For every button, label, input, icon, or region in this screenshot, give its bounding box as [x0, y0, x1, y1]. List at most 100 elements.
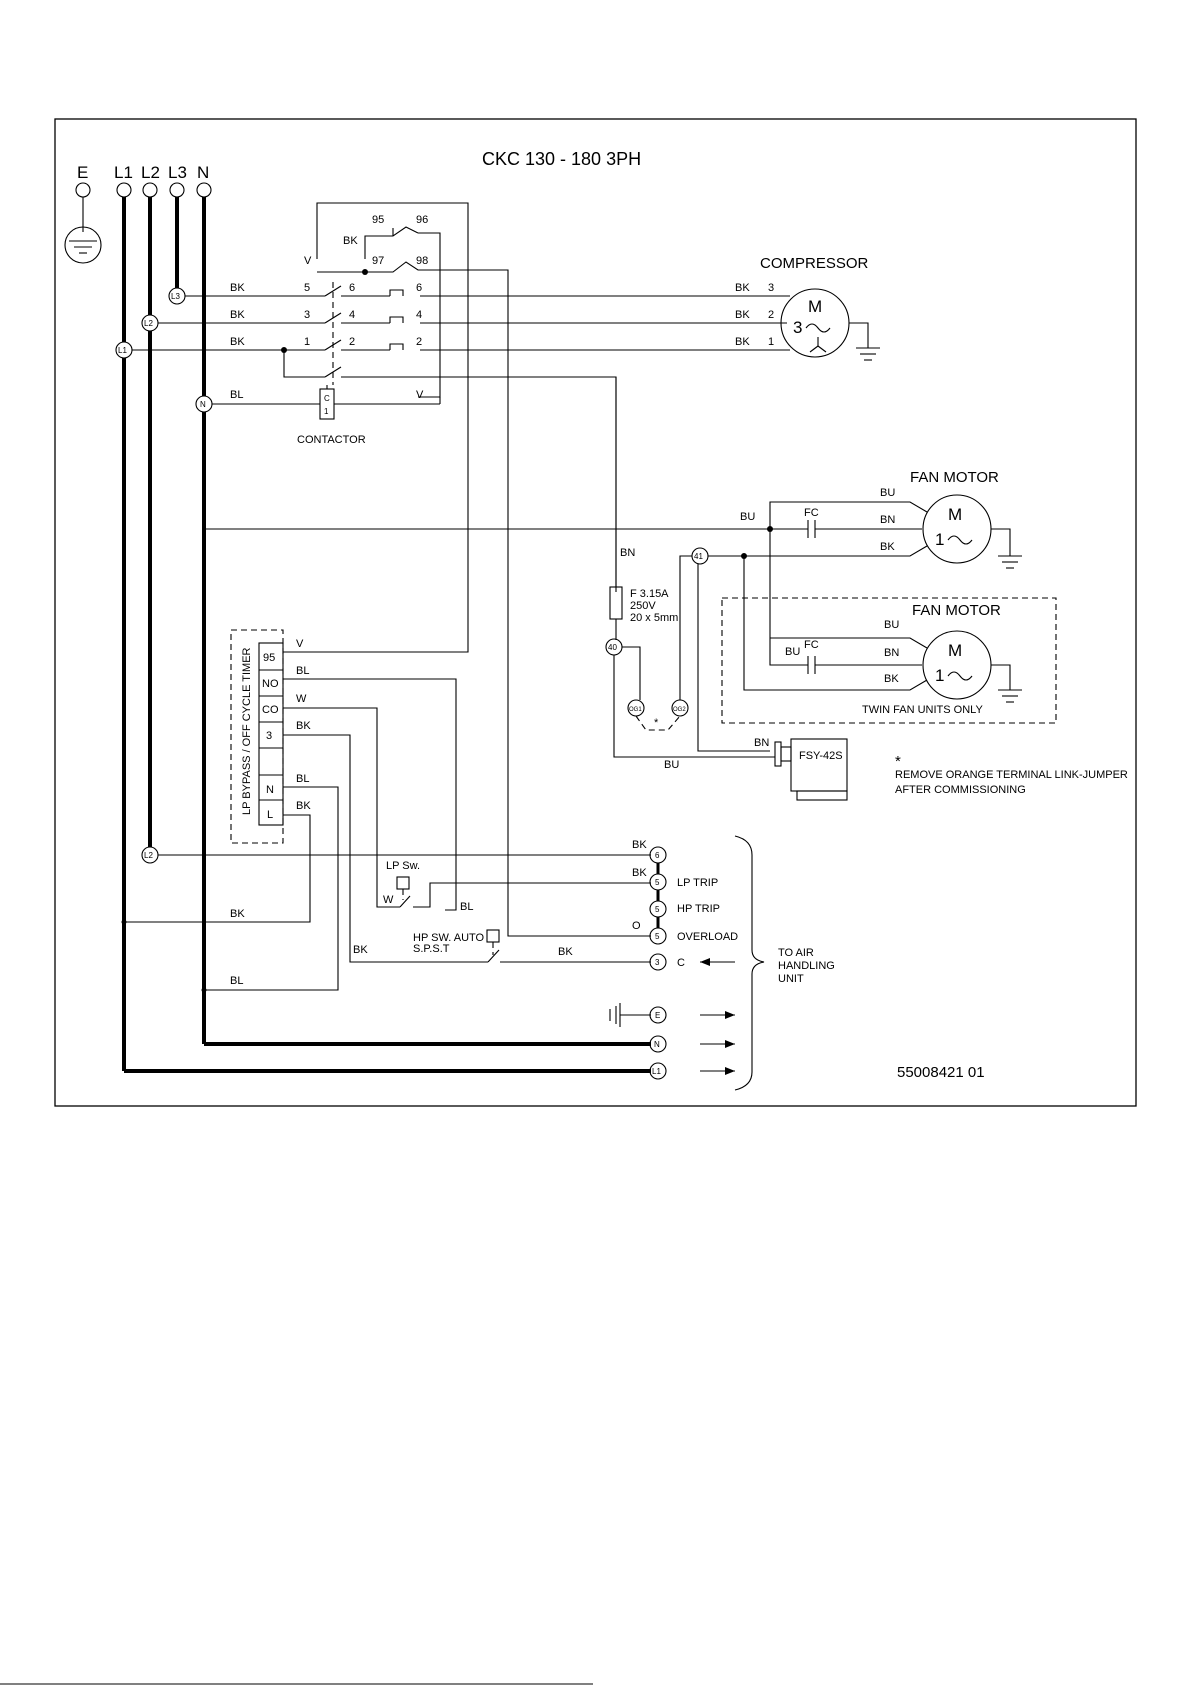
supply-label-n: N [197, 163, 209, 182]
ahu-terminals: BK 6 5 LP TRIP 5 HP TRIP 5 OVERLOAD O 3 … [158, 835, 835, 1091]
svg-text:BK: BK [230, 309, 245, 321]
twin-fan-note: TWIN FAN UNITS ONLY [862, 704, 983, 716]
svg-text:BK: BK [296, 800, 311, 812]
svg-text:BL: BL [230, 389, 243, 401]
supply-label-e: E [77, 163, 88, 182]
svg-text:BK: BK [632, 839, 647, 851]
svg-text:BU: BU [664, 759, 679, 771]
svg-text:BK: BK [880, 541, 895, 553]
svg-text:TO AIR: TO AIR [778, 947, 814, 959]
contactor-label: CONTACTOR [297, 434, 366, 446]
svg-text:5: 5 [655, 905, 660, 914]
svg-text:3: 3 [768, 282, 774, 294]
svg-text:V: V [296, 638, 304, 650]
svg-text:W: W [383, 894, 394, 906]
svg-text:BK: BK [230, 908, 245, 920]
svg-text:6: 6 [349, 282, 355, 294]
svg-text:97: 97 [372, 255, 384, 267]
jumper-note-line1: REMOVE ORANGE TERMINAL LINK-JUMPER [895, 769, 1128, 781]
compressor-title: COMPRESSOR [760, 255, 869, 272]
svg-text:BL: BL [296, 773, 309, 785]
fan-motor-2: FAN MOTOR TWIN FAN UNITS ONLY BU BU FC B… [721, 529, 1057, 724]
svg-text:BK: BK [230, 336, 245, 348]
svg-text:OG2: OG2 [673, 707, 686, 713]
svg-text:C: C [677, 957, 685, 969]
svg-text:95: 95 [372, 214, 384, 226]
svg-text:5: 5 [655, 932, 660, 941]
svg-text:M: M [948, 641, 962, 660]
svg-text:M: M [808, 297, 822, 316]
lp-bypass-timer: LP BYPASS / OFF CYCLE TIMER 95 NO CO 3 N… [121, 629, 488, 993]
fan-motor-2-earth-icon [998, 689, 1022, 703]
lp-switch-label: LP Sw. [386, 860, 420, 872]
hp-switch: HP SW. AUTO S.P.S.T BK BK [353, 929, 651, 963]
svg-text:BK: BK [884, 673, 899, 685]
timer-label: LP BYPASS / OFF CYCLE TIMER [241, 647, 253, 815]
fan-motor-1-earth-icon [998, 555, 1022, 569]
svg-text:BL: BL [296, 665, 309, 677]
supply-header: E L1 L2 L3 N [64, 163, 212, 264]
svg-text:1: 1 [935, 530, 944, 549]
svg-text:OVERLOAD: OVERLOAD [677, 931, 738, 943]
svg-text:40: 40 [608, 643, 617, 652]
control-circuit: BN F 3.15A 250V 20 x 5mm 40 OG1 * OG2 41… [605, 377, 1128, 801]
lp-switch: LP Sw. BK W BL [383, 860, 651, 913]
jumper-note-star: * [895, 753, 901, 770]
svg-text:M: M [948, 505, 962, 524]
svg-text:250V: 250V [630, 600, 656, 612]
svg-text:FC: FC [804, 639, 819, 651]
jumper-note-line2: AFTER COMMISSIONING [895, 784, 1026, 796]
svg-text:OG1: OG1 [629, 707, 642, 713]
svg-text:LP TRIP: LP TRIP [677, 877, 718, 889]
svg-text:NO: NO [262, 678, 279, 690]
hp-switch-label-2: S.P.S.T [413, 943, 450, 955]
earth-icon [64, 197, 102, 264]
supply-label-l1: L1 [114, 163, 133, 182]
bus-bars [122, 197, 651, 1073]
supply-taps: L3 L2 L1 N L2 [115, 287, 213, 864]
svg-text:L2: L2 [144, 851, 153, 860]
fsy-sensor: FSY-42S [774, 738, 848, 801]
svg-text:F 3.15A: F 3.15A [630, 588, 669, 600]
fan-motor-2-title: FAN MOTOR [912, 602, 1001, 619]
svg-text:N: N [654, 1040, 660, 1049]
svg-text:N: N [266, 784, 274, 796]
drawing-number: 55008421 01 [897, 1064, 985, 1081]
svg-text:BU: BU [880, 487, 895, 499]
svg-text:BL: BL [230, 975, 243, 987]
fan-motor-1-title: FAN MOTOR [910, 469, 999, 486]
svg-text:5: 5 [304, 282, 310, 294]
svg-text:2: 2 [349, 336, 355, 348]
svg-text:BK: BK [735, 309, 750, 321]
svg-text:W: W [296, 693, 307, 705]
svg-text:6: 6 [416, 282, 422, 294]
diagram-frame [54, 118, 1137, 1107]
svg-text:3: 3 [793, 318, 802, 337]
svg-text:3: 3 [304, 309, 310, 321]
svg-text:HANDLING: HANDLING [778, 960, 835, 972]
svg-text:2: 2 [768, 309, 774, 321]
svg-text:1: 1 [324, 407, 329, 416]
svg-text:BU: BU [785, 646, 800, 658]
hp-switch-label-1: HP SW. AUTO [413, 932, 485, 944]
svg-text:BK: BK [230, 282, 245, 294]
svg-text:BK: BK [343, 235, 358, 247]
svg-text:4: 4 [416, 309, 422, 321]
jumper-star: * [654, 717, 659, 729]
svg-text:BU: BU [740, 511, 755, 523]
compressor-earth-icon [856, 347, 880, 361]
svg-text:BK: BK [632, 867, 647, 879]
svg-text:V: V [304, 255, 312, 267]
svg-text:1: 1 [768, 336, 774, 348]
svg-text:BN: BN [884, 647, 899, 659]
svg-text:95: 95 [263, 652, 275, 664]
svg-text:1: 1 [304, 336, 310, 348]
svg-text:L2: L2 [144, 319, 153, 328]
svg-text:C: C [324, 394, 330, 403]
svg-text:3: 3 [655, 958, 660, 967]
svg-text:BU: BU [884, 619, 899, 631]
compressor: COMPRESSOR BK BK BK 3 2 1 M 3 [420, 255, 880, 361]
svg-text:BN: BN [620, 547, 635, 559]
svg-text:BK: BK [558, 946, 573, 958]
